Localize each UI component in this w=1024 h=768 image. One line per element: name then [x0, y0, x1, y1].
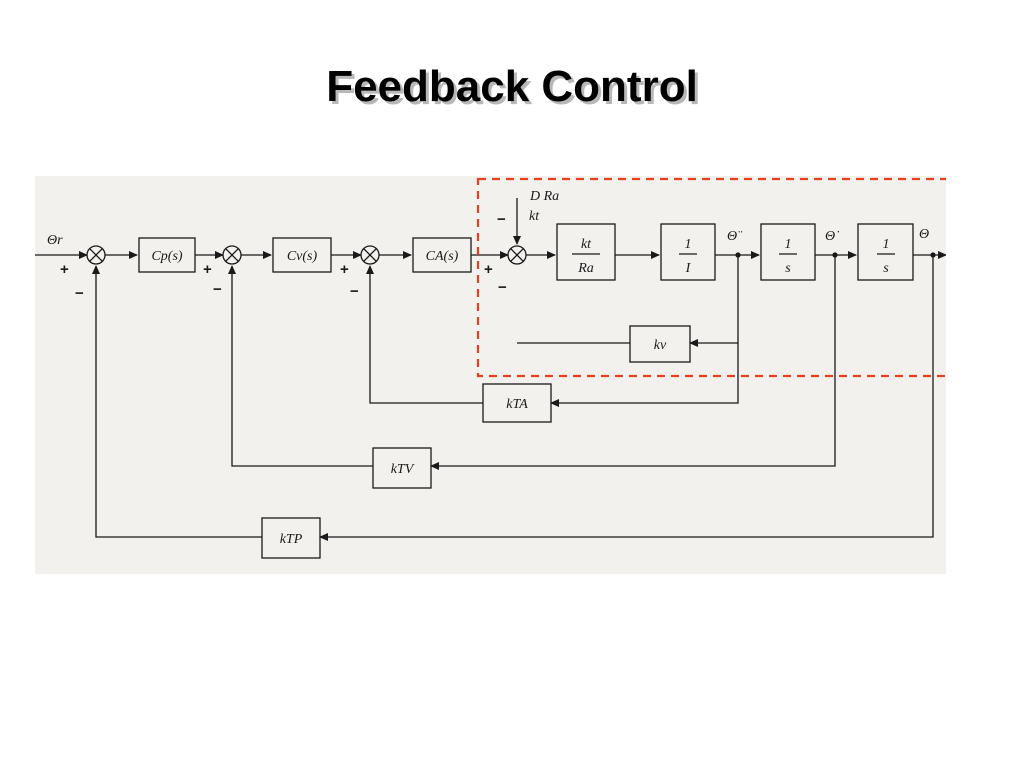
block-motor-den: Ra: [577, 261, 594, 276]
sign-plus: +: [484, 261, 493, 278]
velocity-label: Θ̇: [825, 229, 839, 244]
ktv-feedback-line: [430, 255, 836, 470]
block-ktp-label: kTP: [280, 532, 303, 547]
output-label: Θ: [919, 227, 929, 242]
acceleration-label: Θ̈: [727, 229, 743, 244]
sign-minus: −: [498, 279, 507, 296]
sign-plus: +: [340, 261, 349, 278]
block-integrator-1-num: 1: [785, 237, 792, 252]
disturbance-label: D Ra: [529, 189, 559, 204]
block-cp: [138, 237, 196, 273]
ktp-feedback-line: [92, 265, 262, 538]
block-diagram: Θr D Ra kt Θ̈ Θ̇ Θ Cp(s) Cv(s) CA(s) kt …: [35, 177, 958, 559]
block-inertia: [660, 223, 716, 281]
block-ca: [412, 237, 472, 273]
block-kta-label: kTA: [506, 397, 528, 412]
block-kta: [482, 383, 552, 423]
kta-feedback-line: [550, 343, 739, 407]
block-ca-label: CA(s): [426, 249, 459, 264]
kv-feedback-line: [689, 255, 739, 347]
summing-junction-2: [222, 245, 242, 265]
block-motor: [556, 223, 616, 281]
ktv-feedback-line: [228, 265, 373, 467]
block-inertia-num: 1: [685, 237, 692, 252]
input-label: Θr: [47, 233, 63, 248]
sign-plus: +: [203, 261, 212, 278]
block-kv: [629, 325, 691, 363]
sign-minus: −: [497, 211, 506, 228]
kta-feedback-line: [366, 265, 483, 404]
block-ktp: [261, 517, 321, 559]
block-integrator-1-den: s: [785, 261, 791, 276]
block-cv: [272, 237, 332, 273]
block-motor-num: kt: [581, 237, 592, 252]
sign-minus: −: [350, 283, 359, 300]
block-integrator-2: [857, 223, 914, 281]
block-inertia-den: I: [685, 261, 692, 276]
sign-plus: +: [60, 261, 69, 278]
block-kv-label: kv: [654, 338, 667, 353]
sign-minus: −: [75, 285, 84, 302]
page-title: Feedback Control: [326, 62, 698, 111]
summing-junction-3: [360, 245, 380, 265]
block-ktv: [372, 447, 432, 489]
summing-junction-4: [507, 245, 527, 265]
block-integrator-2-den: s: [883, 261, 889, 276]
block-cv-label: Cv(s): [287, 249, 318, 264]
block-cp-label: Cp(s): [151, 249, 182, 264]
ktp-feedback-line: [319, 255, 934, 541]
disturbance-gain-label: kt: [529, 209, 540, 224]
block-diagram-panel: Θr D Ra kt Θ̈ Θ̇ Θ Cp(s) Cv(s) CA(s) kt …: [35, 176, 958, 574]
block-integrator-1: [760, 223, 816, 281]
summing-junction-1: [86, 245, 106, 265]
block-integrator-2-num: 1: [883, 237, 890, 252]
highlight-box: [476, 177, 958, 378]
block-ktv-label: kTV: [391, 462, 415, 477]
sign-minus: −: [213, 281, 222, 298]
